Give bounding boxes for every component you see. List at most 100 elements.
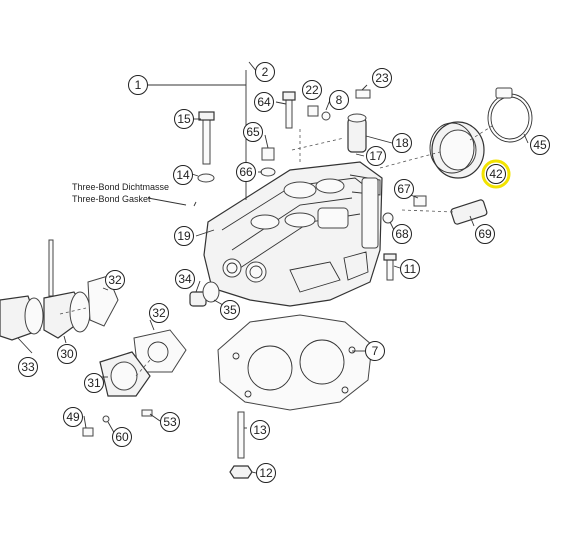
callout-circle <box>18 357 38 377</box>
intake-boot <box>429 121 485 179</box>
pipe-33 <box>0 295 44 341</box>
callout-53: 53 <box>160 412 180 432</box>
callout-circle <box>366 146 386 166</box>
stud-13 <box>237 411 245 459</box>
callout-7: 7 <box>365 341 385 361</box>
callout-number: 64 <box>257 95 271 109</box>
callout-number: 11 <box>404 262 417 276</box>
callout-number: 18 <box>395 136 409 150</box>
callout-circle <box>160 412 180 432</box>
head-gasket <box>217 314 373 411</box>
callout-17: 17 <box>366 146 386 166</box>
callout-circle <box>372 68 392 88</box>
callout-number: 69 <box>478 227 492 241</box>
callout-number: 2 <box>262 65 269 79</box>
bolt-11 <box>383 253 397 281</box>
callout-circle <box>392 133 412 153</box>
callout-12: 12 <box>256 463 276 483</box>
callout-circle <box>365 341 385 361</box>
callout-number: 32 <box>152 306 166 320</box>
throttle-31 <box>99 351 151 397</box>
callout-number: 7 <box>372 344 379 358</box>
callout-circle <box>329 90 349 110</box>
callout-circle <box>250 420 270 440</box>
cylinder-head <box>203 161 383 307</box>
callout-65: 65 <box>243 122 263 142</box>
callout-number: 49 <box>66 410 80 424</box>
callout-circle <box>256 463 276 483</box>
callout-number: 23 <box>375 71 389 85</box>
callout-8: 8 <box>329 90 349 110</box>
callout-number: 45 <box>533 138 547 152</box>
callout-18: 18 <box>392 133 412 153</box>
callout-number: 65 <box>246 125 260 139</box>
callout-number: 32 <box>108 273 122 287</box>
washer-14 <box>197 173 215 183</box>
callout-number: 19 <box>177 229 191 243</box>
callout-number: 60 <box>115 430 129 444</box>
callout-31: 31 <box>84 373 104 393</box>
callout-circle <box>174 226 194 246</box>
callout-23: 23 <box>372 68 392 88</box>
parts-22-8-23 <box>307 89 371 121</box>
callout-35: 35 <box>220 300 240 320</box>
callout-circle <box>302 80 322 100</box>
callout-number: 53 <box>163 415 177 429</box>
callout-circle <box>57 344 77 364</box>
callout-number: 33 <box>21 360 35 374</box>
callout-33: 33 <box>18 357 38 377</box>
callout-number: 15 <box>177 112 191 126</box>
callout-number: 30 <box>60 347 74 361</box>
callout-circle <box>255 62 275 82</box>
seal-35 <box>202 281 220 303</box>
callout-number: 13 <box>253 423 267 437</box>
callout-22: 22 <box>302 80 322 100</box>
callout-66: 66 <box>236 162 256 182</box>
callout-circle <box>236 162 256 182</box>
callout-number: 68 <box>395 227 409 241</box>
callout-number: 35 <box>223 303 237 317</box>
callout-circle <box>105 270 125 290</box>
callout-number: 17 <box>369 149 383 163</box>
callout-circle <box>475 224 495 244</box>
note-english: Three-Bond Gasket <box>72 194 151 204</box>
callout-34: 34 <box>175 269 195 289</box>
callout-number: 31 <box>87 376 101 390</box>
callout-circle <box>84 373 104 393</box>
highlight-ring <box>481 159 511 189</box>
callout-circle <box>174 109 194 129</box>
callout-13: 13 <box>250 420 270 440</box>
callout-circle <box>254 92 274 112</box>
callout-19: 19 <box>174 226 194 246</box>
parts-64-65-66 <box>260 91 296 177</box>
callout-68: 68 <box>392 224 412 244</box>
hose-clamp <box>487 87 533 143</box>
small-parts-49-60-53 <box>82 409 153 437</box>
callout-42: 42 <box>481 159 511 189</box>
callout-circle <box>530 135 550 155</box>
callout-number: 12 <box>259 466 273 480</box>
callout-circle <box>175 269 195 289</box>
callout-circle <box>400 259 420 279</box>
callout-69: 69 <box>475 224 495 244</box>
callout-circle <box>486 164 506 184</box>
callout-11: 11 <box>400 259 420 279</box>
callout-number: 34 <box>178 272 192 286</box>
sensor-18 <box>347 113 367 153</box>
callout-layer: 1278111213141517181922233031323233343542… <box>18 62 550 483</box>
callout-circle <box>220 300 240 320</box>
callout-number: 66 <box>239 165 253 179</box>
callout-number: 42 <box>489 167 503 181</box>
callout-circle <box>392 224 412 244</box>
callout-49: 49 <box>63 407 83 427</box>
callout-32: 32 <box>105 270 125 290</box>
callout-30: 30 <box>57 344 77 364</box>
callout-32: 32 <box>149 303 169 323</box>
callout-circle <box>63 407 83 427</box>
callout-45: 45 <box>530 135 550 155</box>
callout-64: 64 <box>254 92 274 112</box>
note-german: Three-Bond Dichtmasse <box>72 182 169 192</box>
callout-circle <box>173 165 193 185</box>
